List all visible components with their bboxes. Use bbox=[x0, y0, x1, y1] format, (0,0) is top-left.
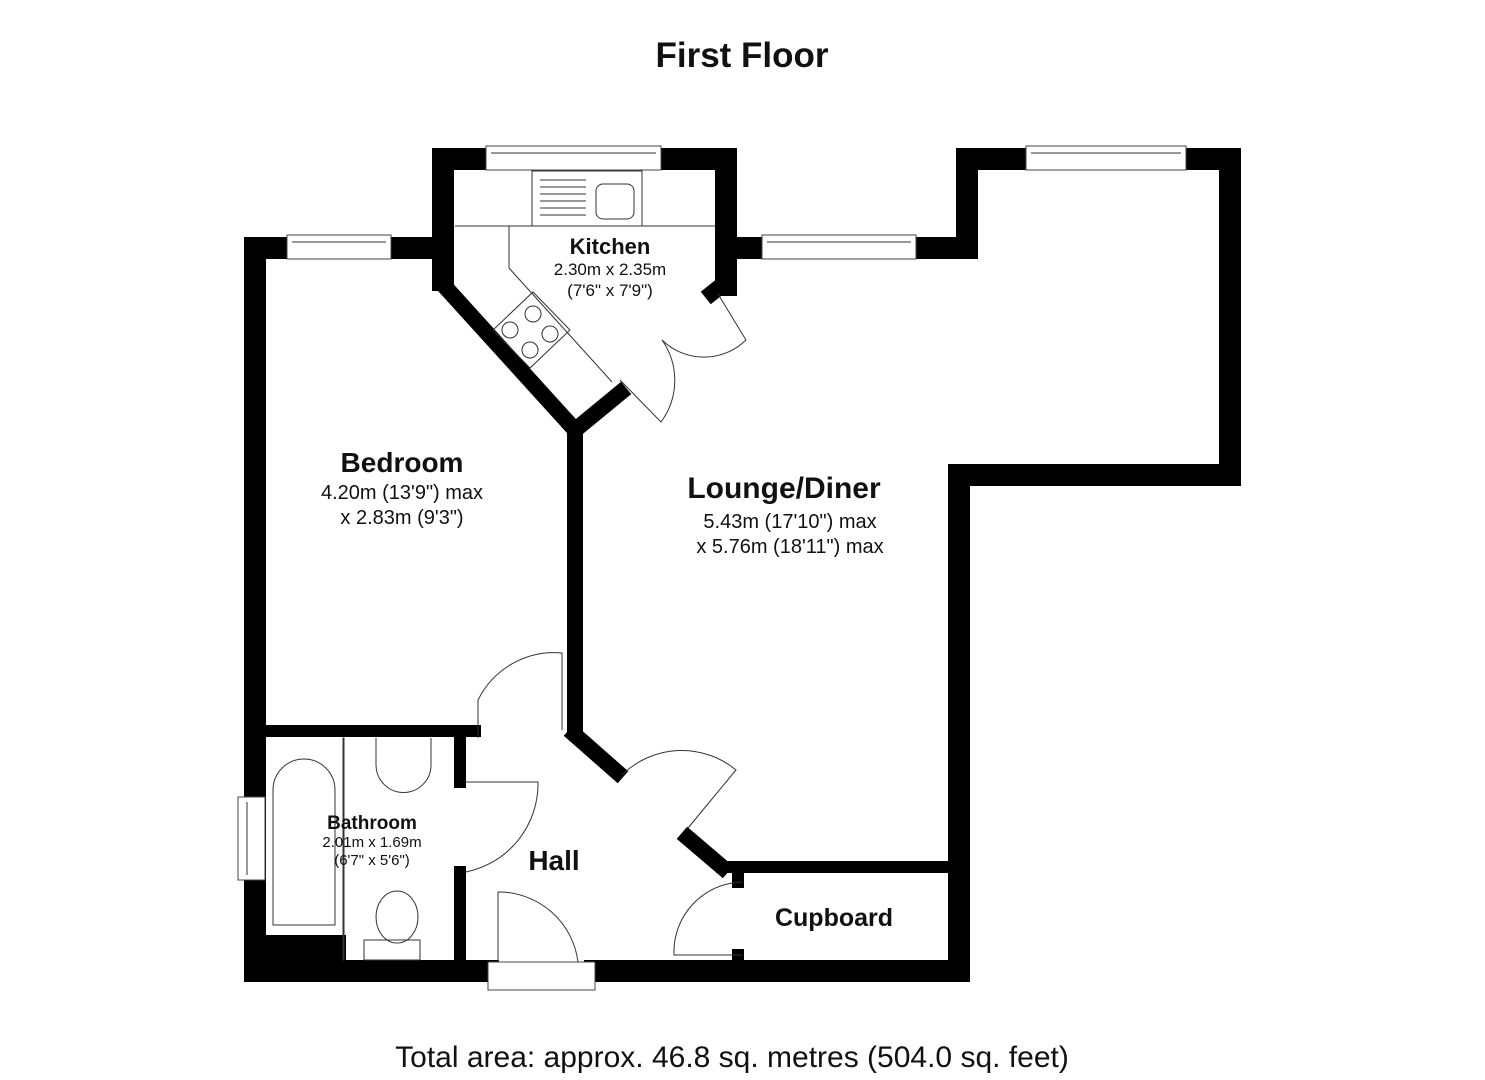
bedroom-name: Bedroom bbox=[341, 447, 464, 478]
bedroom-dim-1: 4.20m (13'9") max bbox=[321, 482, 483, 504]
bathroom-name: Bathroom bbox=[327, 813, 417, 834]
basin-icon bbox=[375, 738, 432, 793]
toilet-icon bbox=[375, 890, 419, 944]
lounge-dim-1: 5.43m (17'10") max bbox=[703, 511, 876, 533]
total-area: Total area: approx. 46.8 sq. metres (504… bbox=[395, 1041, 1069, 1074]
fixtures bbox=[272, 170, 715, 961]
lounge-name: Lounge/Diner bbox=[687, 472, 881, 505]
windows bbox=[237, 145, 1187, 991]
sink-icon bbox=[595, 183, 635, 220]
kitchen-dim-metric: 2.30m x 2.35m bbox=[554, 260, 666, 279]
bathroom-dim-metric: 2.01m x 1.69m bbox=[322, 834, 421, 851]
kitchen-name: Kitchen bbox=[570, 234, 651, 259]
kitchen-dim-imperial: (7'6" x 7'9") bbox=[567, 281, 653, 300]
hob-icon bbox=[492, 291, 571, 369]
plan-title: First Floor bbox=[655, 36, 828, 75]
cupboard-name: Cupboard bbox=[775, 904, 893, 932]
bedroom-dim-2: x 2.83m (9'3") bbox=[340, 507, 463, 529]
hall-name: Hall bbox=[528, 845, 579, 876]
bathroom-dim-imperial: (6'7" x 5'6") bbox=[334, 852, 410, 869]
bath-icon bbox=[272, 758, 336, 926]
lounge-dim-2: x 5.76m (18'11") max bbox=[696, 536, 883, 558]
doors bbox=[465, 293, 747, 963]
room-labels: Kitchen 2.30m x 2.35m (7'6" x 7'9") Bedr… bbox=[321, 234, 893, 932]
